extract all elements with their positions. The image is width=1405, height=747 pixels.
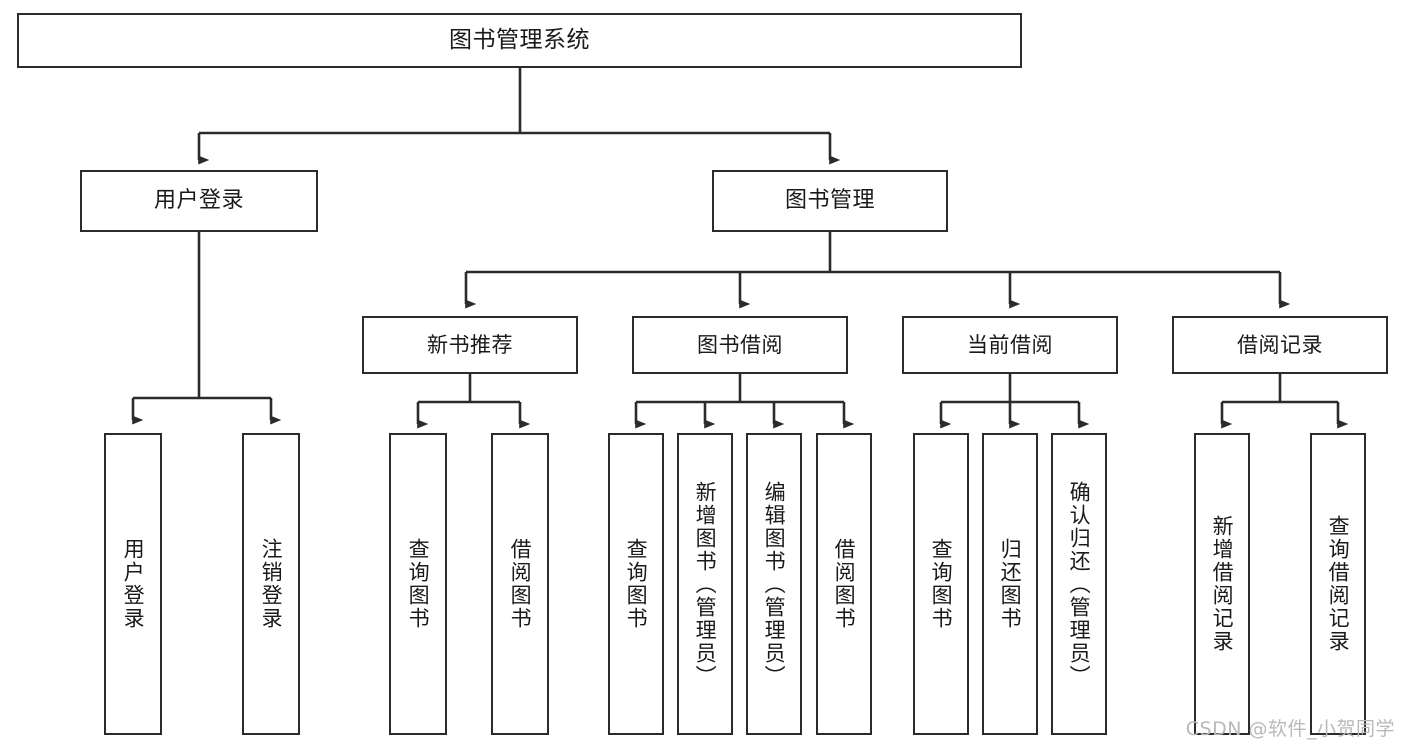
node-leaf-current-return-book[interactable]: 归还图书 <box>982 433 1038 735</box>
node-leaf-user-login-label: 用户登录 <box>121 538 146 630</box>
node-book-borrow[interactable]: 图书借阅 <box>632 316 848 374</box>
node-borrow-record-label: 借阅记录 <box>1237 332 1323 357</box>
node-leaf-borrow-add-book-admin[interactable]: 新增图书（管理员） <box>677 433 733 735</box>
node-leaf-newbook-borrow-book-label: 借阅图书 <box>508 538 533 630</box>
node-leaf-borrow-borrow-book[interactable]: 借阅图书 <box>816 433 872 735</box>
node-new-book-recommend[interactable]: 新书推荐 <box>362 316 578 374</box>
node-root-label: 图书管理系统 <box>449 26 590 53</box>
node-leaf-current-confirm-return-admin-label: 确认归还（管理员） <box>1067 480 1092 688</box>
node-leaf-current-confirm-return-admin[interactable]: 确认归还（管理员） <box>1051 433 1107 735</box>
node-leaf-current-return-book-label: 归还图书 <box>998 538 1023 630</box>
node-leaf-record-query-record-label: 查询借阅记录 <box>1326 515 1351 653</box>
node-leaf-user-login[interactable]: 用户登录 <box>104 433 162 735</box>
node-user-login[interactable]: 用户登录 <box>80 170 318 232</box>
node-borrow-record[interactable]: 借阅记录 <box>1172 316 1388 374</box>
node-user-login-label: 用户登录 <box>153 188 244 214</box>
node-leaf-current-query-book-label: 查询图书 <box>929 538 954 630</box>
node-leaf-borrow-add-book-admin-label: 新增图书（管理员） <box>693 480 718 688</box>
node-leaf-newbook-query-book-label: 查询图书 <box>406 538 431 630</box>
node-root-book-management-system[interactable]: 图书管理系统 <box>17 13 1022 68</box>
node-leaf-record-add-record-label: 新增借阅记录 <box>1210 515 1235 653</box>
node-leaf-current-query-book[interactable]: 查询图书 <box>913 433 969 735</box>
node-leaf-borrow-query-book-label: 查询图书 <box>624 538 649 630</box>
node-leaf-newbook-borrow-book[interactable]: 借阅图书 <box>491 433 549 735</box>
node-leaf-borrow-edit-book-admin-label: 编辑图书（管理员） <box>762 480 787 688</box>
node-current-borrow-label: 当前借阅 <box>967 332 1053 357</box>
node-leaf-borrow-borrow-book-label: 借阅图书 <box>832 538 857 630</box>
node-book-management[interactable]: 图书管理 <box>712 170 948 232</box>
node-leaf-record-add-record[interactable]: 新增借阅记录 <box>1194 433 1250 735</box>
node-leaf-borrow-edit-book-admin[interactable]: 编辑图书（管理员） <box>746 433 802 735</box>
node-current-borrow[interactable]: 当前借阅 <box>902 316 1118 374</box>
node-book-management-label: 图书管理 <box>784 188 875 214</box>
node-leaf-logout-label: 注销登录 <box>259 538 284 630</box>
node-new-book-recommend-label: 新书推荐 <box>427 332 513 357</box>
node-leaf-borrow-query-book[interactable]: 查询图书 <box>608 433 664 735</box>
node-leaf-logout[interactable]: 注销登录 <box>242 433 300 735</box>
node-book-borrow-label: 图书借阅 <box>697 332 783 357</box>
node-leaf-record-query-record[interactable]: 查询借阅记录 <box>1310 433 1366 735</box>
node-leaf-newbook-query-book[interactable]: 查询图书 <box>389 433 447 735</box>
